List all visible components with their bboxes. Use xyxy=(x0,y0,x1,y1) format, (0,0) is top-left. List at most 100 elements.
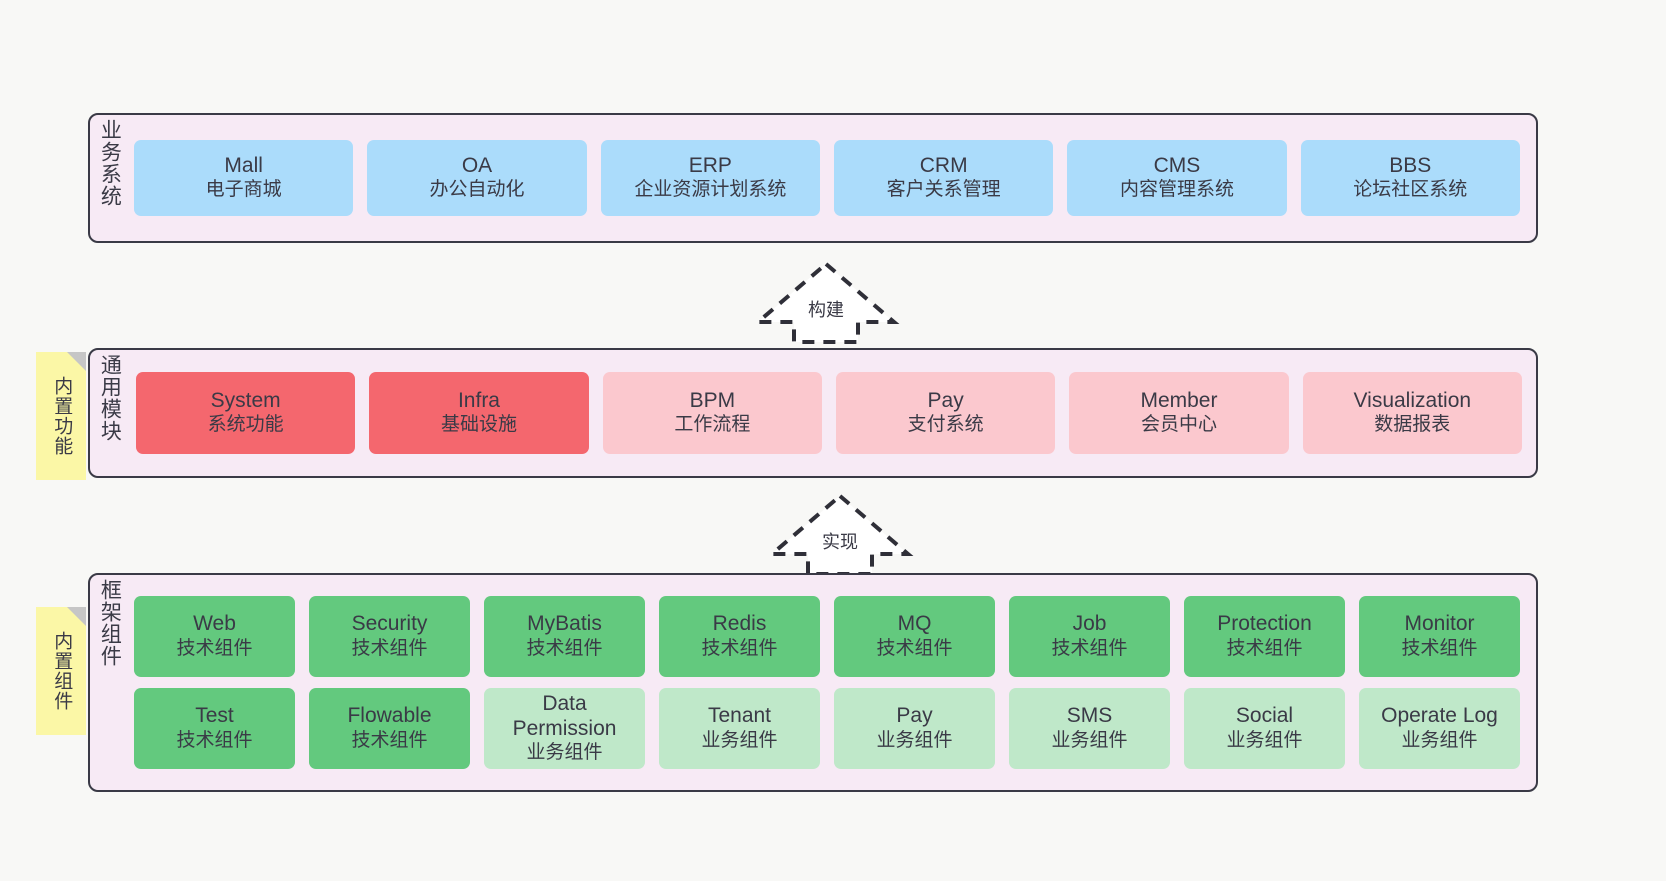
cell-security-en: Security xyxy=(351,612,428,636)
layer-framework-component-label: 框架组件 xyxy=(98,579,122,667)
cell-security[interactable]: Security 技术组件 xyxy=(309,596,470,677)
cell-web-cn: 技术组件 xyxy=(176,637,253,659)
cell-monitor-en: Monitor xyxy=(1404,612,1475,636)
cell-system[interactable]: System 系统功能 xyxy=(136,372,356,454)
note-builtin-function-label: 内置功能 xyxy=(51,376,73,456)
cell-redis[interactable]: Redis 技术组件 xyxy=(659,596,820,677)
cell-bpm-en: BPM xyxy=(689,388,736,412)
cell-cms[interactable]: CMS 内容管理系统 xyxy=(1067,140,1287,216)
note-builtin-function: 内置功能 xyxy=(36,352,86,480)
cell-sms-cn: 业务组件 xyxy=(1051,729,1128,751)
cell-protection-en: Protection xyxy=(1217,612,1312,636)
cell-erp[interactable]: ERP 企业资源计划系统 xyxy=(600,140,820,216)
cell-infra[interactable]: Infra 基础设施 xyxy=(369,372,589,454)
cell-tenant-en: Tenant xyxy=(707,704,772,728)
cell-member[interactable]: Member 会员中心 xyxy=(1069,372,1289,454)
cell-member-cn: 会员中心 xyxy=(1140,414,1217,436)
cell-data-permission[interactable]: Data Permission 业务组件 xyxy=(484,688,645,769)
cell-flowable[interactable]: Flowable 技术组件 xyxy=(309,688,470,769)
cell-mq-cn: 技术组件 xyxy=(876,637,953,659)
cell-operate-log-en: Operate Log xyxy=(1381,704,1498,728)
cell-cms-en: CMS xyxy=(1153,153,1201,177)
cell-flowable-en: Flowable xyxy=(347,704,432,728)
cell-oa-cn: 办公自动化 xyxy=(429,179,525,201)
cell-oa[interactable]: OA 办公自动化 xyxy=(367,140,587,216)
cell-monitor-cn: 技术组件 xyxy=(1401,637,1478,659)
note-builtin-component-label: 内置组件 xyxy=(51,631,73,711)
note-builtin-component: 内置组件 xyxy=(36,607,86,735)
cell-test-cn: 技术组件 xyxy=(176,729,253,751)
cell-row: System 系统功能 Infra 基础设施 BPM 工作流程 Pay 支付系统… xyxy=(136,372,1522,454)
layer-business-system-title: 业务系统 xyxy=(90,115,128,241)
layer-framework-component: 框架组件 Web 技术组件 Security 技术组件 MyBatis 技术组件 xyxy=(88,573,1538,792)
cell-redis-en: Redis xyxy=(712,612,767,636)
cell-system-cn: 系统功能 xyxy=(207,414,284,436)
cell-oa-en: OA xyxy=(461,153,493,177)
cell-web[interactable]: Web 技术组件 xyxy=(134,596,295,677)
cell-mall[interactable]: Mall 电子商城 xyxy=(134,140,354,216)
layer-business-system-label: 业务系统 xyxy=(98,119,122,207)
layer-framework-component-cells: Web 技术组件 Security 技术组件 MyBatis 技术组件 Redi… xyxy=(128,575,1536,790)
cell-social[interactable]: Social 业务组件 xyxy=(1184,688,1345,769)
cell-visualization[interactable]: Visualization 数据报表 xyxy=(1302,372,1522,454)
connector-implement-arrow: 实现 xyxy=(765,490,915,580)
cell-pay-module-cn: 支付系统 xyxy=(907,414,984,436)
cell-mybatis-cn: 技术组件 xyxy=(526,637,603,659)
cell-bpm[interactable]: BPM 工作流程 xyxy=(602,372,822,454)
cell-mq[interactable]: MQ 技术组件 xyxy=(834,596,995,677)
cell-tenant[interactable]: Tenant 业务组件 xyxy=(659,688,820,769)
layer-framework-component-title: 框架组件 xyxy=(90,575,128,790)
cell-infra-en: Infra xyxy=(457,388,500,412)
cell-erp-cn: 企业资源计划系统 xyxy=(634,179,787,201)
cell-test[interactable]: Test 技术组件 xyxy=(134,688,295,769)
cell-job[interactable]: Job 技术组件 xyxy=(1009,596,1170,677)
cell-pay-component-cn: 业务组件 xyxy=(876,729,953,751)
cell-bbs-cn: 论坛社区系统 xyxy=(1353,179,1468,201)
cell-social-cn: 业务组件 xyxy=(1226,729,1303,751)
cell-system-en: System xyxy=(210,388,281,412)
cell-bbs[interactable]: BBS 论坛社区系统 xyxy=(1300,140,1520,216)
layer-business-system: 业务系统 Mall 电子商城 OA 办公自动化 ERP 企业资源计划系统 CRM xyxy=(88,113,1538,243)
cell-infra-cn: 基础设施 xyxy=(440,414,517,436)
cell-row: Mall 电子商城 OA 办公自动化 ERP 企业资源计划系统 CRM 客户关系… xyxy=(134,140,1520,216)
cell-member-en: Member xyxy=(1140,388,1218,412)
cell-protection[interactable]: Protection 技术组件 xyxy=(1184,596,1345,677)
cell-operate-log[interactable]: Operate Log 业务组件 xyxy=(1359,688,1520,769)
cell-pay-component[interactable]: Pay 业务组件 xyxy=(834,688,995,769)
layer-business-system-cells: Mall 电子商城 OA 办公自动化 ERP 企业资源计划系统 CRM 客户关系… xyxy=(128,115,1536,241)
cell-pay-module[interactable]: Pay 支付系统 xyxy=(835,372,1056,454)
cell-data-permission-en: Data Permission xyxy=(512,692,617,740)
cell-web-en: Web xyxy=(193,612,236,636)
cell-operate-log-cn: 业务组件 xyxy=(1401,729,1478,751)
cell-job-en: Job xyxy=(1072,612,1107,636)
cell-crm-en: CRM xyxy=(919,153,968,177)
cell-crm-cn: 客户关系管理 xyxy=(886,179,1001,201)
cell-sms[interactable]: SMS 业务组件 xyxy=(1009,688,1170,769)
cell-sms-en: SMS xyxy=(1066,704,1113,728)
cell-social-en: Social xyxy=(1235,704,1294,728)
layer-general-module-title: 通用模块 xyxy=(90,350,128,476)
connector-build-arrow: 构建 xyxy=(751,258,901,348)
cell-row: Web 技术组件 Security 技术组件 MyBatis 技术组件 Redi… xyxy=(134,596,1520,677)
cell-mybatis-en: MyBatis xyxy=(527,612,602,636)
cell-erp-en: ERP xyxy=(688,153,732,177)
cell-crm[interactable]: CRM 客户关系管理 xyxy=(833,140,1054,216)
cell-mall-cn: 电子商城 xyxy=(205,179,282,201)
layer-general-module-label: 通用模块 xyxy=(98,354,122,442)
dashed-up-arrow-icon xyxy=(766,493,914,576)
note-fold-corner-icon xyxy=(67,352,86,371)
cell-flowable-cn: 技术组件 xyxy=(351,729,428,751)
cell-tenant-cn: 业务组件 xyxy=(701,729,778,751)
cell-monitor[interactable]: Monitor 技术组件 xyxy=(1359,596,1520,677)
layer-general-module: 通用模块 System 系统功能 Infra 基础设施 BPM 工作流程 Pay xyxy=(88,348,1538,478)
cell-mq-en: MQ xyxy=(897,612,932,636)
cell-test-en: Test xyxy=(195,704,234,728)
cell-mybatis[interactable]: MyBatis 技术组件 xyxy=(484,596,645,677)
cell-data-permission-cn: 业务组件 xyxy=(526,742,603,764)
cell-mall-en: Mall xyxy=(224,153,263,177)
cell-job-cn: 技术组件 xyxy=(1051,637,1128,659)
cell-pay-module-en: Pay xyxy=(927,388,964,412)
layer-general-module-cells: System 系统功能 Infra 基础设施 BPM 工作流程 Pay 支付系统… xyxy=(128,350,1536,476)
cell-bbs-en: BBS xyxy=(1389,153,1432,177)
